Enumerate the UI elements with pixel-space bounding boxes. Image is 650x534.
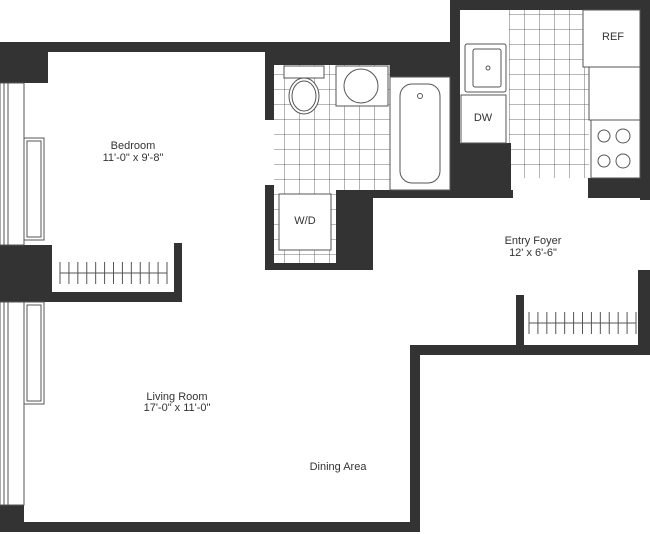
window-living <box>0 301 25 506</box>
closet-rod-foyer <box>528 312 637 334</box>
washer-dryer: W/D <box>278 193 332 251</box>
living-room-size: 17'-0" x 11'-0" <box>144 402 211 414</box>
living-room-label: Living Room <box>146 391 207 403</box>
kitchen-sink-icon <box>464 43 507 93</box>
window-bedroom <box>0 82 25 246</box>
closet-rod-bedroom <box>59 262 168 284</box>
bedroom-size: 11'-0" x 9'-8" <box>103 152 164 164</box>
bathroom-sink-icon <box>335 65 389 107</box>
bedroom-label: Bedroom <box>111 140 156 152</box>
entry-foyer-size: 12' x 6'-6" <box>509 247 557 259</box>
dining-area-label: Dining Area <box>310 461 368 473</box>
kitchen-tile-floor <box>509 10 589 178</box>
toilet-icon <box>283 65 325 115</box>
dishwasher: DW <box>460 94 507 144</box>
heater-bedroom <box>23 137 45 241</box>
bathtub-icon <box>389 76 451 191</box>
dw-label: DW <box>474 112 493 124</box>
refrigerator: REF <box>582 9 641 68</box>
counter <box>588 66 641 121</box>
ref-label: REF <box>602 31 624 43</box>
stove-icon <box>590 119 641 179</box>
wd-label: W/D <box>294 215 315 227</box>
entry-foyer-label: Entry Foyer <box>505 235 562 247</box>
heater-living <box>23 301 45 405</box>
